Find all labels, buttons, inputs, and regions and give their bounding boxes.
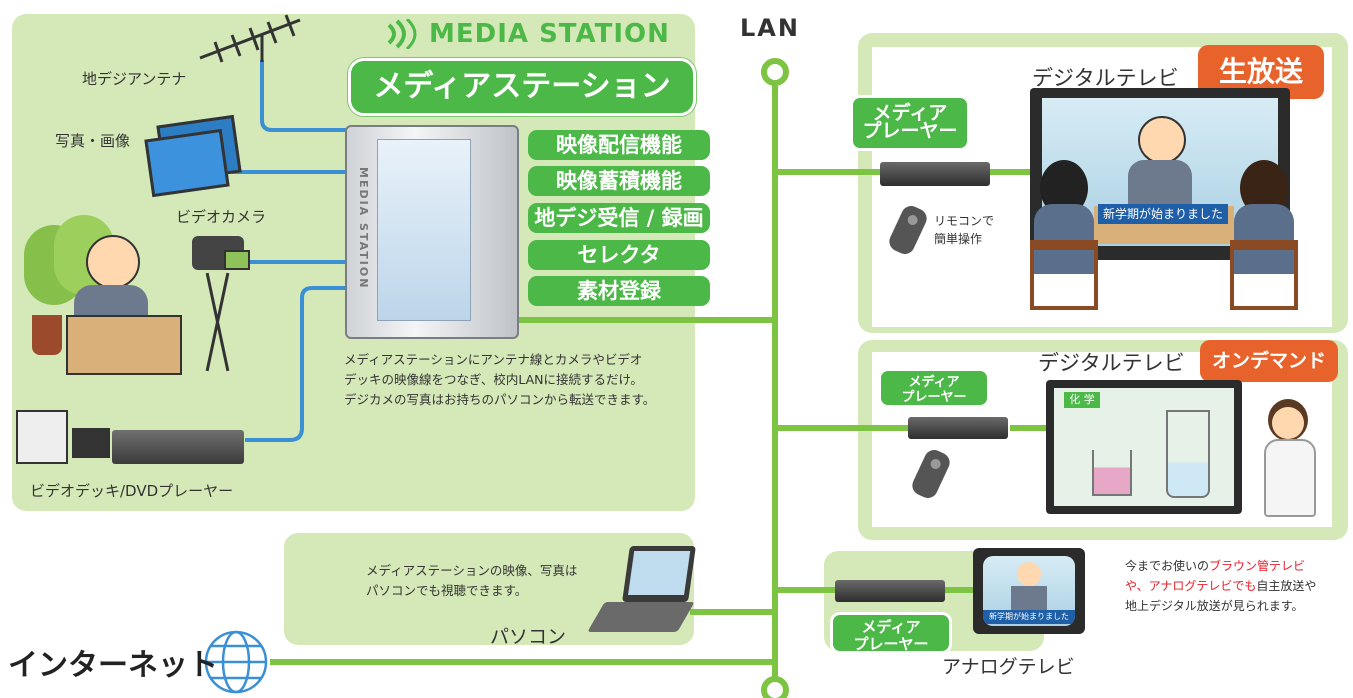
photo-frames-icon — [144, 114, 242, 198]
function-selector: セレクタ — [528, 240, 710, 270]
tv1-media-player-device — [880, 162, 990, 186]
analog-tv: 新学期が始まりました — [973, 548, 1085, 634]
tv2-label: デジタルテレビ — [1038, 351, 1185, 375]
students-illustration — [1030, 160, 1310, 320]
on-demand-callout: オンデマンド — [1200, 340, 1338, 382]
function-storage: 映像蓄積機能 — [528, 166, 710, 196]
pc-label: パソコン — [490, 626, 567, 648]
tv2-media-player-label: メディア プレーヤー — [878, 368, 990, 408]
camera-label: ビデオカメラ — [176, 208, 267, 226]
tv1-media-player-label: メディア プレーヤー — [850, 95, 970, 151]
function-distribution: 映像配信機能 — [528, 130, 710, 160]
antenna-icon — [199, 14, 301, 63]
media-station-logo: MEDIA STATION — [385, 18, 670, 50]
media-station-server: MEDIA STATION — [345, 125, 519, 339]
board-text: 化 学 — [1064, 392, 1100, 408]
tv3-media-player-device — [835, 580, 945, 602]
deck-label: ビデオデッキ/DVDプレーヤー — [30, 482, 234, 500]
tv1-caption: 新学期が始まりました — [1098, 204, 1228, 224]
internet-label: インターネット — [8, 648, 218, 683]
laptop-icon — [587, 546, 696, 638]
globe-icon — [204, 630, 268, 694]
tv3-media-player-label: メディア プレーヤー — [830, 612, 952, 654]
function-material-registration: 素材登録 — [528, 276, 710, 306]
remote-note: リモコンで 簡単操作 — [934, 214, 995, 246]
tv1-label: デジタルテレビ — [1032, 66, 1179, 90]
teacher-podium-illustration — [14, 215, 184, 375]
lan-label: LAN — [740, 14, 800, 42]
teacher-illustration — [1258, 395, 1318, 517]
photos-label: 写真・画像 — [55, 132, 131, 150]
tv2-screen: 化 学 — [1046, 380, 1242, 514]
video-deck-illustration — [16, 406, 248, 468]
antenna-label: 地デジアンテナ — [82, 70, 187, 88]
tv3-caption: 新学期が始まりました — [983, 610, 1075, 624]
station-note: メディアステーションにアンテナ線とカメラやビデオ デッキの映像線をつなぎ、校内L… — [344, 352, 656, 407]
analog-note: 今までお使いのブラウン管テレビ や、アナログテレビでも自主放送や 地上デジタル放… — [1125, 559, 1317, 613]
tv3-label: アナログテレビ — [942, 656, 1075, 678]
logo-text: MEDIA STATION — [429, 19, 670, 49]
pc-note: メディアステーションの映像、写真は パソコンでも視聴できます。 — [366, 563, 578, 598]
station-title: メディアステーション — [348, 58, 696, 116]
signal-logo-icon — [387, 19, 417, 49]
function-tuner-recording: 地デジ受信 / 録画 — [528, 203, 710, 233]
tv2-media-player-device — [908, 417, 1008, 439]
video-camera-icon — [188, 228, 250, 378]
